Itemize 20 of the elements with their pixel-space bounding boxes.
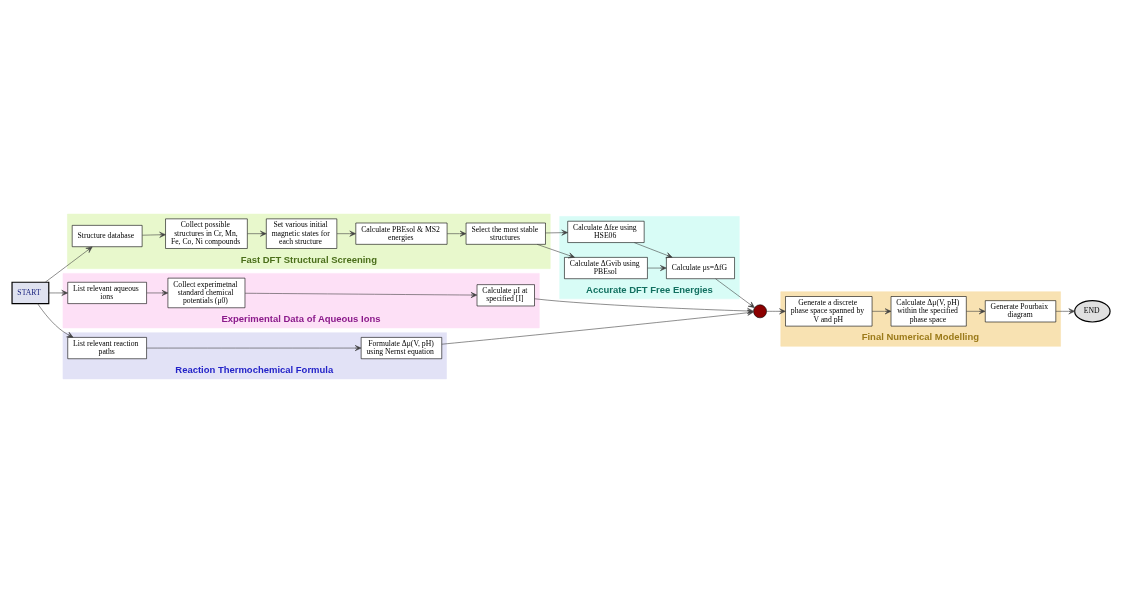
arrow (766, 307, 786, 314)
arrow (1055, 307, 1075, 314)
arrow (634, 241, 673, 258)
arrow (247, 230, 267, 237)
arrow (715, 277, 755, 308)
arrow (545, 229, 568, 236)
arrow (966, 307, 986, 314)
arrow (44, 246, 93, 283)
arrow (146, 344, 362, 351)
arrow (244, 291, 478, 298)
arrow (647, 264, 667, 271)
arrow (48, 289, 68, 296)
arrow (146, 289, 169, 296)
arrow (37, 302, 74, 338)
node-circle (753, 304, 767, 318)
arrow (446, 230, 467, 237)
arrow (142, 231, 166, 238)
arrow (871, 307, 892, 314)
arrow (536, 243, 575, 258)
arrow (336, 230, 356, 237)
